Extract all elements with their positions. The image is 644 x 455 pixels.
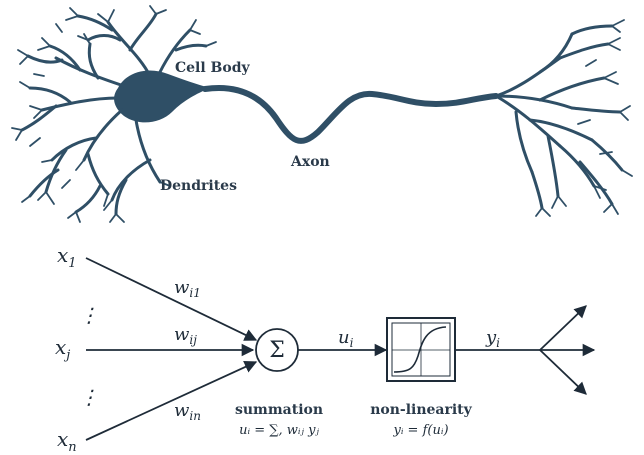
input-arrow-xn	[85, 361, 258, 441]
input-xn: xn	[57, 427, 77, 455]
summation-caption: summation	[235, 402, 323, 418]
output-arrow-up	[539, 305, 587, 351]
axon-terminal	[494, 24, 624, 210]
axon-label: Axon	[290, 154, 330, 170]
cell-body-label: Cell Body	[175, 60, 251, 76]
dendrites	[20, 12, 208, 216]
summation-formula: uᵢ = ∑, wᵢⱼ yⱼ	[239, 423, 319, 438]
input-x1: x1	[57, 243, 77, 271]
vdots-top: ⋮	[79, 303, 99, 327]
label-yi: yi	[485, 327, 500, 350]
sigma-symbol: Σ	[269, 338, 285, 363]
output-arrow-down	[539, 349, 587, 395]
cell-body	[114, 70, 210, 123]
input-arrow-x1	[85, 257, 258, 341]
neuron-model: x1 xj xn ⋮ ⋮ wi1 wij win Σ ui yi summati…	[55, 243, 596, 455]
dendrites-label: Dendrites	[160, 178, 237, 194]
input-xj: xj	[55, 335, 70, 363]
axon	[202, 85, 499, 144]
neuron-illustration	[11, 5, 633, 223]
weight-wij: wij	[174, 324, 197, 347]
nonlinearity-formula: yᵢ = f(uᵢ)	[392, 423, 448, 438]
weight-win: win	[174, 400, 201, 423]
sigmoid-curve	[393, 326, 447, 373]
weight-wi1: wi1	[174, 277, 201, 300]
vdots-bottom: ⋮	[79, 385, 99, 409]
label-ui: ui	[338, 327, 354, 350]
nonlinearity-caption: non-linearity	[370, 402, 472, 418]
